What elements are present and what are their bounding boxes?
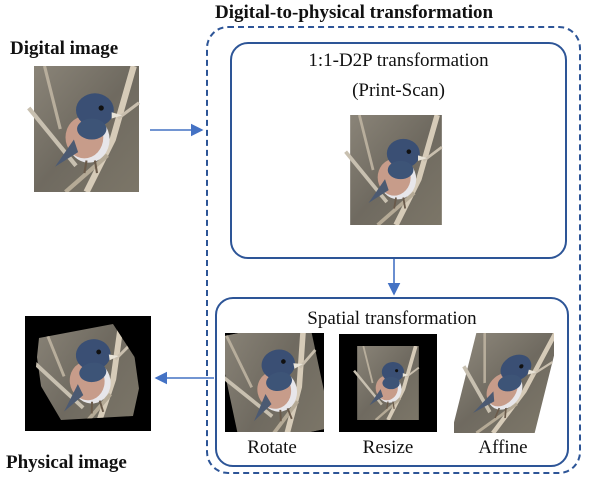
diagram-title: Digital-to-physical transformation bbox=[215, 2, 494, 23]
spatial-title: Spatial transformation bbox=[307, 308, 477, 329]
caption-affine: Affine bbox=[478, 437, 528, 458]
caption-rotate: Rotate bbox=[247, 437, 297, 458]
rotate-image bbox=[225, 333, 324, 432]
d2p-transformation-group bbox=[206, 26, 581, 474]
d2p-title-line2: (Print-Scan) bbox=[352, 80, 445, 101]
print-scan-box bbox=[230, 42, 567, 259]
d2p-title-line1: 1:1-D2P transformation bbox=[308, 50, 489, 71]
physical-image bbox=[25, 316, 151, 431]
affine-image bbox=[454, 333, 554, 433]
spatial-transformation-box bbox=[215, 297, 569, 467]
digital-image-label: Digital image bbox=[10, 38, 119, 59]
resize-image bbox=[339, 334, 437, 432]
caption-resize: Resize bbox=[362, 437, 414, 458]
physical-image-label: Physical image bbox=[6, 452, 127, 473]
